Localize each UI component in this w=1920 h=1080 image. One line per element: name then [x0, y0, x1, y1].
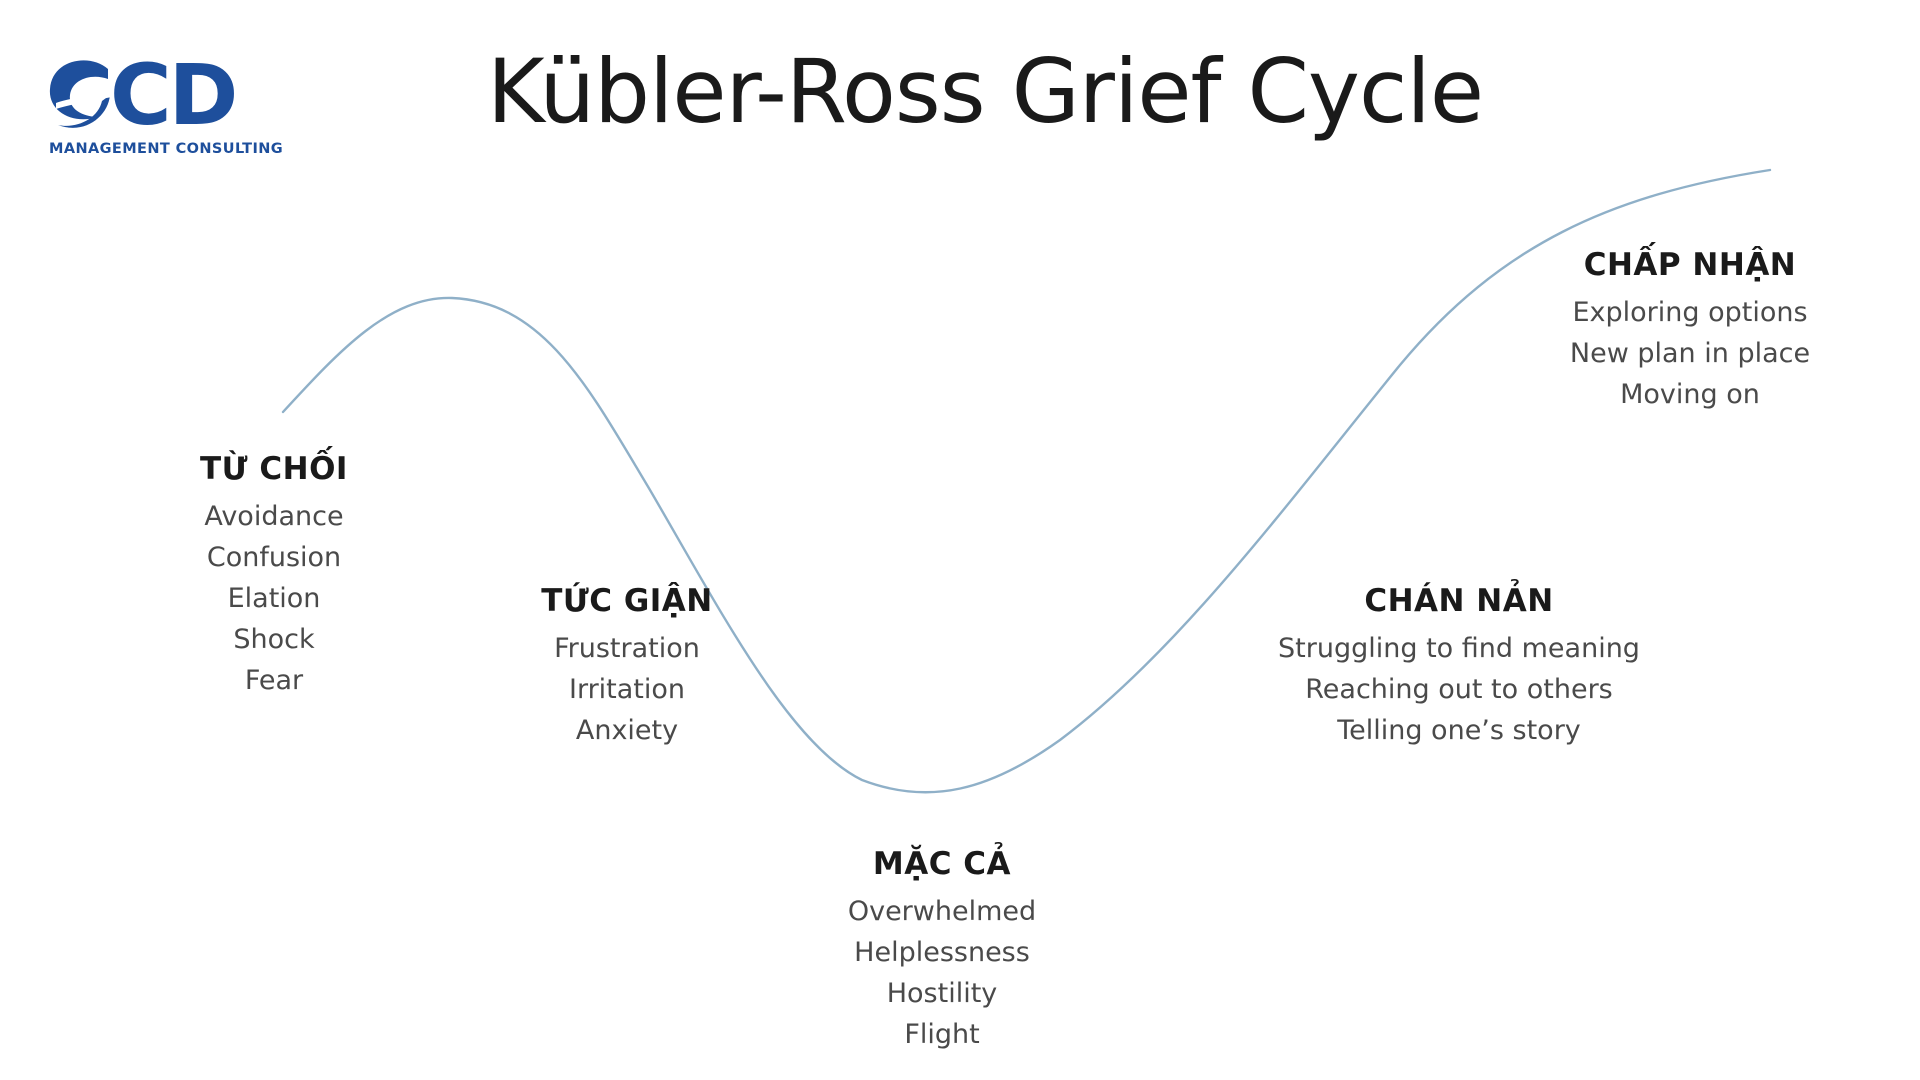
stage-item: Avoidance [204, 501, 344, 532]
stage-item: Confusion [206, 542, 342, 573]
stage-item: Telling one’s story [1337, 715, 1581, 746]
stage-name: TỨC GIẬN [541, 583, 713, 619]
stage-items: Overwhelmed Helplessness Hostility Fligh… [848, 891, 1036, 1055]
stage-item: New plan in place [1569, 338, 1811, 369]
stage-item: Anxiety [575, 715, 679, 746]
stage-item: Shock [233, 624, 315, 655]
stage-item: Moving on [1620, 379, 1760, 410]
stage-chan-nan: CHÁN NẢN Struggling to find meaning Reac… [1278, 580, 1640, 751]
stage-name: MẶC CẢ [872, 846, 1012, 882]
stage-item: Elation [227, 583, 321, 614]
stage-item: Flight [904, 1019, 980, 1050]
stage-item: Reaching out to others [1305, 674, 1613, 705]
grief-curve-line [281, 168, 1772, 794]
stage-item: Helplessness [854, 937, 1030, 968]
stage-name: CHẤP NHẬN [1583, 247, 1797, 283]
stage-chap-nhan: CHẤP NHẬN Exploring options New plan in … [1570, 244, 1810, 415]
stage-item: Irritation [568, 674, 686, 705]
stage-items: Struggling to find meaning Reaching out … [1278, 628, 1640, 751]
stage-name: CHÁN NẢN [1364, 583, 1554, 619]
stage-tuc-gian: TỨC GIẬN Frustration Irritation Anxiety [541, 580, 713, 751]
logo-swirl-icon [49, 60, 112, 128]
logo-wordmark: CD [110, 46, 238, 144]
stage-item: Hostility [886, 978, 998, 1009]
stage-items: Exploring options New plan in place Movi… [1570, 292, 1810, 415]
logo-tagline: MANAGEMENT CONSULTING [49, 141, 284, 157]
stage-item: Frustration [554, 633, 700, 664]
company-logo: CD MANAGEMENT CONSULTING [46, 46, 283, 165]
stage-name: TỪ CHỐI [200, 451, 348, 487]
page-title: Kübler-Ross Grief Cycle [487, 40, 1484, 143]
stage-items: Frustration Irritation Anxiety [541, 628, 713, 751]
stage-item: Fear [244, 665, 304, 696]
stage-items: Avoidance Confusion Elation Shock Fear [200, 496, 348, 701]
stage-mac-ca: MẶC CẢ Overwhelmed Helplessness Hostilit… [848, 843, 1036, 1055]
stage-item: Struggling to find meaning [1278, 633, 1640, 664]
stage-item: Exploring options [1572, 297, 1808, 328]
stage-item: Overwhelmed [847, 896, 1037, 927]
stage-tu-choi: TỪ CHỐI Avoidance Confusion Elation Shoc… [200, 448, 348, 701]
